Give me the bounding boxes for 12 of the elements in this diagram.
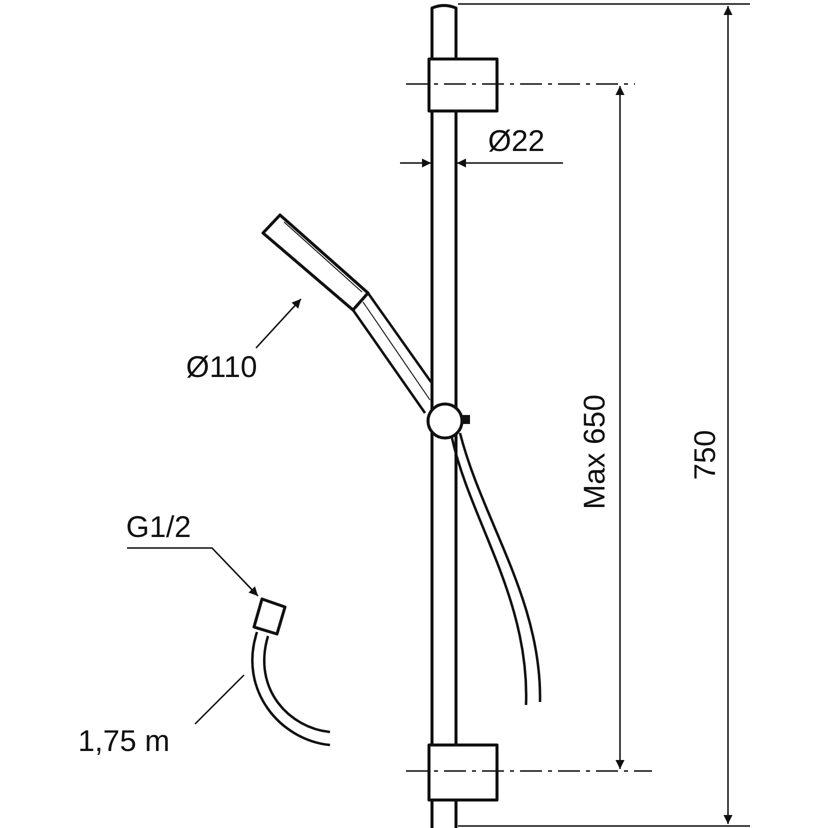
leader-line bbox=[255, 298, 302, 348]
dimension-label: Ø110 bbox=[186, 352, 258, 384]
leader-line bbox=[127, 547, 259, 597]
hand-shower-drawing bbox=[262, 214, 432, 414]
hose-connector-drawing bbox=[252, 598, 286, 636]
thread-size-label: G1/2 bbox=[126, 512, 192, 544]
height-dimension: Max 650 bbox=[579, 394, 612, 510]
hose-drawing bbox=[251, 632, 330, 746]
length-label: 1,75 m bbox=[78, 726, 170, 758]
diameter-dimension: Ø22 bbox=[488, 126, 545, 158]
height-dimension: 750 bbox=[690, 430, 722, 480]
leader-line bbox=[194, 674, 245, 725]
